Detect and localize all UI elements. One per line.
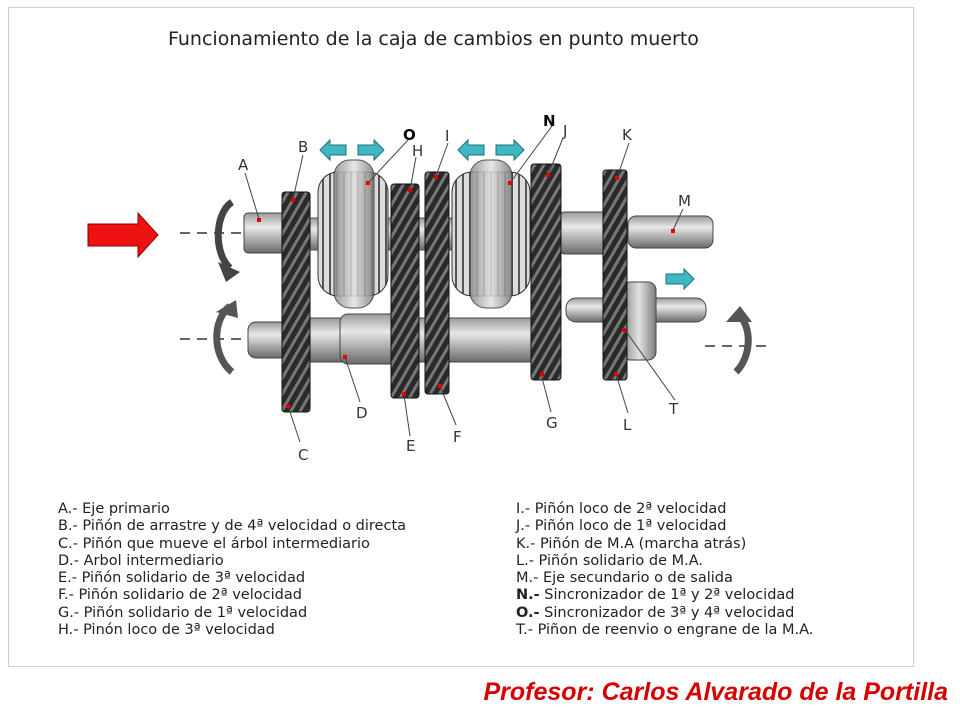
label-g: G [546, 414, 558, 432]
gear-k-l [602, 169, 628, 381]
legend-left: A.- Eje primario B.- Piñón de arrastre y… [58, 501, 406, 639]
output-shaft-m [559, 211, 714, 255]
label-k: K [622, 126, 633, 144]
legend-right: I.- Piñón loco de 2ª velocidad J.- Piñón… [516, 501, 813, 639]
legend-item-f: F.- Piñón solidario de 2ª velocidad [58, 587, 302, 604]
legend-item-o: O.- Sincronizador de 3ª y 4ª velocidad [516, 604, 795, 621]
label-e: E [406, 437, 415, 455]
legend-item-e: E.- Piñón solidario de 3ª velocidad [58, 570, 306, 587]
legend-item-i: I.- Piñón loco de 2ª velocidad [516, 501, 727, 517]
legend-item-c: C.- Piñón que mueve el árbol intermediar… [58, 535, 370, 552]
label-n: N [543, 112, 556, 130]
gear-i-f [424, 171, 450, 395]
shift-arrows [319, 138, 695, 291]
legend-item-t: T.- Piñon de reenvio o engrane de la M.A… [516, 622, 814, 639]
label-o: O [403, 126, 416, 144]
footer-author: Profesor: Carlos Alvarado de la Portilla [483, 678, 949, 706]
input-arrow [87, 211, 159, 259]
label-h: H [412, 142, 423, 160]
label-t: T [668, 400, 679, 418]
label-f: F [453, 428, 462, 446]
label-a: A [238, 156, 249, 174]
gear-h-e [390, 183, 420, 399]
rotation-arrow-input [214, 199, 240, 282]
legend-item-j: J.- Piñón loco de 1ª velocidad [516, 518, 727, 535]
diagram-title: Funcionamiento de la caja de cambios en … [168, 28, 699, 50]
gear-j-g [530, 163, 562, 381]
label-i: I [445, 127, 449, 145]
synchronizer-n [451, 159, 531, 309]
legend-item-k: K.- Piñón de M.A (marcha atrás) [516, 535, 747, 552]
legend-item-m: M.- Eje secundario o de salida [516, 570, 733, 587]
synchronizer-o [317, 159, 389, 309]
label-l: L [623, 416, 632, 434]
label-j: J [562, 122, 567, 140]
label-d: D [356, 404, 368, 422]
legend-item-b: B.- Piñón de arrastre y de 4ª velocidad … [58, 518, 407, 535]
legend-item-n: N.- Sincronizador de 1ª y 2ª velocidad [516, 587, 795, 604]
marker-dots [257, 173, 675, 408]
leader-lines [244, 125, 684, 443]
label-m: M [678, 192, 691, 210]
rotation-arrow-output [726, 306, 752, 375]
reverse-idler-t [565, 281, 707, 361]
legend-item-a: A.- Eje primario [58, 501, 170, 517]
legend-item-g: G.- Piñón solidario de 1ª velocidad [58, 604, 308, 621]
label-c: C [298, 446, 308, 464]
legend-item-d: D.- Arbol intermediario [58, 552, 224, 569]
gear-b-c [281, 191, 311, 413]
legend-item-h: H.- Pinón loco de 3ª velocidad [58, 622, 275, 639]
rotation-arrow-countershaft [213, 300, 238, 375]
legend-item-l: L.- Piñón solidario de M.A. [516, 552, 704, 569]
label-b: B [298, 138, 308, 156]
